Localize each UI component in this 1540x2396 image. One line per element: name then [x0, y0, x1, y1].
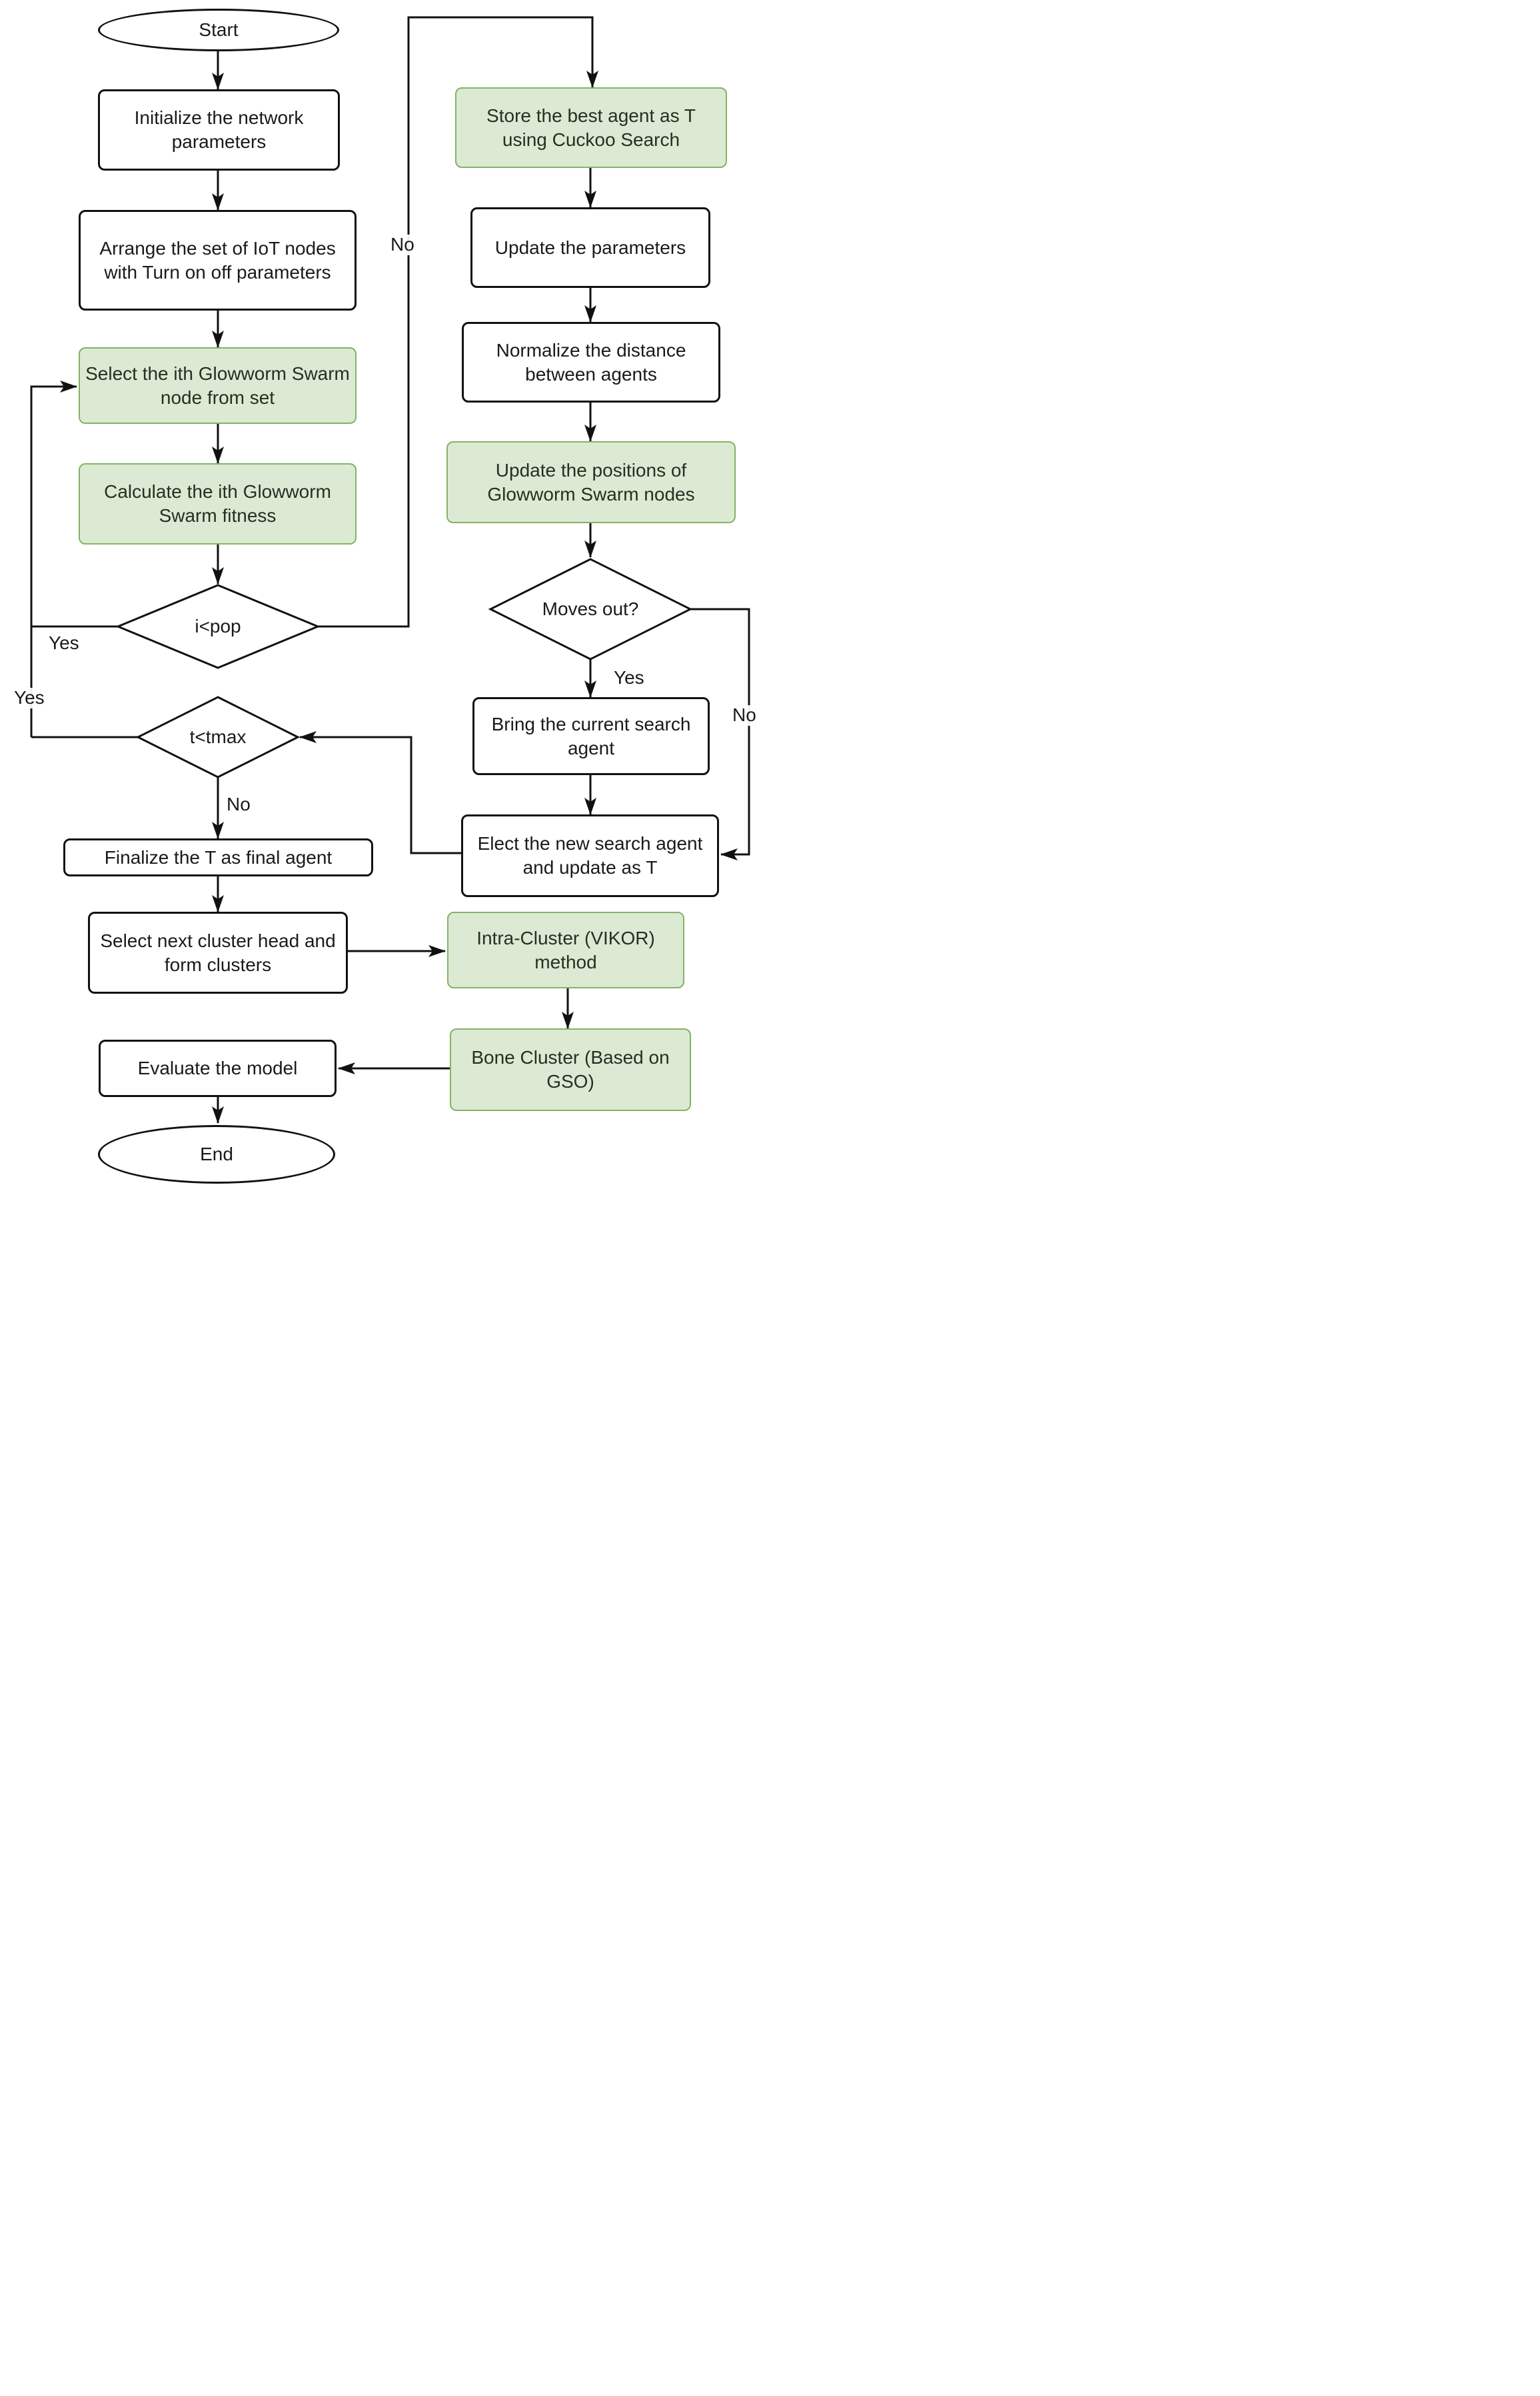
shape-decision-movesout — [488, 558, 693, 660]
node-bring-search-agent: Bring the current search agent — [472, 697, 710, 775]
node-finalize-agent: Finalize the T as final agent — [63, 838, 373, 876]
decision-i-pop-label: i<pop — [195, 616, 241, 636]
node-elect-new-agent: Elect the new search agent and update as… — [461, 814, 719, 897]
node-start: Start — [98, 9, 339, 51]
flowchart-canvas: Start Initialize the network parameters … — [0, 0, 770, 1198]
shape-decision-ttmax — [135, 696, 301, 778]
edge-movesout-no-elect — [690, 608, 750, 860]
node-normalize-distance: Normalize the distance between agents — [462, 322, 720, 403]
node-select-glowworm: Select the ith Glowworm Swarm node from … — [79, 347, 357, 424]
node-update-positions: Update the positions of Glowworm Swarm n… — [446, 441, 736, 523]
node-update-parameters: Update the parameters — [470, 207, 710, 288]
edge-elect-ttmax — [299, 731, 461, 854]
edge-label-yes-movesout: Yes — [612, 667, 646, 688]
edge-loop-to-select — [30, 381, 77, 737]
node-end: End — [98, 1125, 335, 1184]
node-store-best-agent: Store the best agent as T using Cuckoo S… — [455, 87, 727, 168]
node-initialize-network: Initialize the network parameters — [98, 89, 340, 171]
node-bone-cluster-gso: Bone Cluster (Based on GSO) — [450, 1028, 691, 1111]
decision-moves-out-label: Moves out? — [542, 599, 639, 619]
edge-label-yes-outer-loop: Yes — [12, 687, 47, 708]
node-calculate-fitness: Calculate the ith Glowworm Swarm fitness — [79, 463, 357, 545]
connector-layer — [30, 16, 750, 1124]
edge-label-yes-ipop: Yes — [47, 632, 81, 654]
shape-decision-ipop — [115, 584, 321, 669]
node-intra-cluster-vikor: Intra-Cluster (VIKOR) method — [447, 912, 684, 988]
edge-label-no-ttmax: No — [225, 794, 253, 815]
edge-label-no-movesout: No — [730, 704, 758, 726]
node-evaluate-model: Evaluate the model — [99, 1040, 337, 1097]
decision-t-tmax-label: t<tmax — [189, 726, 247, 747]
edge-ipop-no-to-store — [318, 16, 598, 628]
node-select-cluster-head: Select next cluster head and form cluste… — [88, 912, 348, 994]
node-arrange-iot: Arrange the set of IoT nodes with Turn o… — [79, 210, 357, 311]
edge-label-no-top: No — [388, 234, 416, 255]
